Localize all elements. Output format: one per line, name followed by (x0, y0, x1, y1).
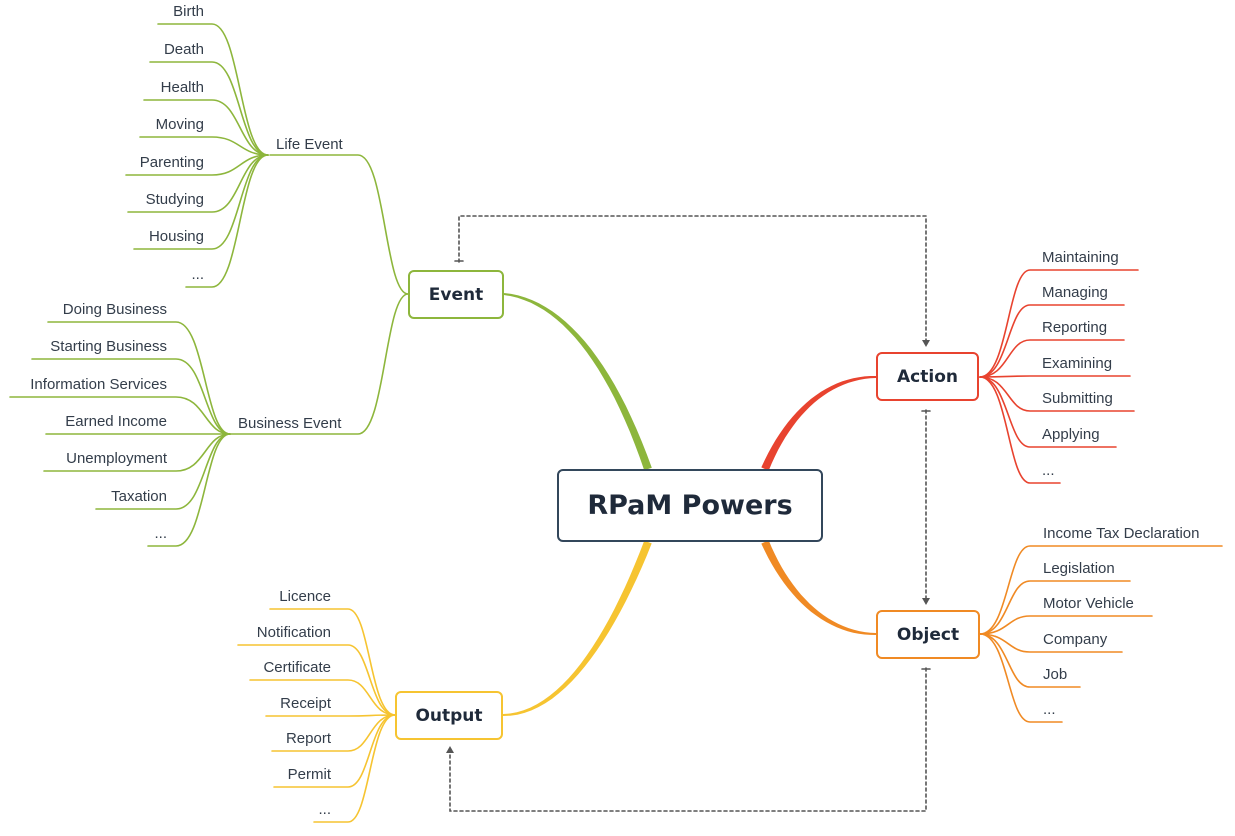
business-leaf-link (47, 321, 231, 435)
life-leaf-link (143, 99, 269, 156)
business-event-item[interactable]: Starting Business (50, 338, 167, 355)
action-leaf-link (979, 376, 1135, 412)
life-event-label[interactable]: Life Event (276, 136, 343, 153)
action-item[interactable]: Reporting (1042, 319, 1108, 336)
output-item[interactable]: Report (285, 730, 331, 747)
event-node[interactable]: Event (408, 270, 504, 319)
branch-event (503, 293, 652, 471)
output-node[interactable]: Output (395, 691, 503, 740)
life-event-item[interactable]: Parenting (139, 154, 204, 171)
life-leaf-link (149, 61, 269, 156)
life-event-item[interactable]: Housing (148, 228, 204, 245)
output-leaf-link (237, 644, 396, 716)
business-event-item[interactable]: ... (154, 525, 167, 542)
business-event-item[interactable]: Information Services (30, 376, 167, 393)
output-item[interactable]: ... (318, 801, 331, 818)
action-node[interactable]: Action (876, 352, 979, 401)
action-item[interactable]: Applying (1042, 426, 1100, 443)
life-leaf-link (139, 136, 269, 156)
object-item[interactable]: Income Tax Declaration (1043, 525, 1200, 542)
life-event-item[interactable]: Health (160, 79, 204, 96)
object-leaf-link (979, 580, 1131, 635)
business-leaf-link (31, 358, 231, 435)
output-leaf-link (271, 714, 396, 752)
output-item[interactable]: Certificate (263, 659, 331, 676)
center-node[interactable]: RPaM Powers (557, 469, 823, 542)
business-event-label[interactable]: Business Event (238, 415, 342, 432)
relation-object-output (449, 667, 927, 812)
life-event-item[interactable]: Moving (155, 116, 204, 133)
relation-event-action (458, 215, 927, 346)
life-leaf-link (133, 154, 269, 250)
business-event-item[interactable]: Doing Business (62, 301, 167, 318)
output-item[interactable]: Permit (287, 766, 331, 783)
object-item[interactable]: ... (1043, 701, 1056, 718)
link-event-business (229, 293, 409, 435)
arrow-to-output (446, 746, 454, 753)
action-item[interactable]: Maintaining (1042, 249, 1119, 266)
business-leaf-link (147, 433, 231, 547)
object-leaf-link (979, 633, 1081, 688)
output-leaf-link (249, 679, 396, 716)
action-leaf-link (979, 339, 1125, 378)
business-leaf-link (43, 433, 231, 472)
branch-action (761, 376, 876, 471)
life-leaf-link (185, 154, 269, 288)
arrow-to-action (922, 340, 930, 347)
business-event-item[interactable]: Taxation (111, 488, 167, 505)
output-leaf-link (265, 714, 396, 717)
object-item[interactable]: Motor Vehicle (1043, 595, 1134, 612)
output-item[interactable]: Licence (279, 588, 331, 605)
arrow-to-object (922, 598, 930, 605)
object-leaf-link (979, 633, 1123, 653)
object-node[interactable]: Object (876, 610, 980, 659)
action-item[interactable]: Examining (1042, 355, 1113, 372)
action-leaf-link (979, 269, 1139, 378)
action-leaf-link (979, 375, 1131, 378)
business-event-item[interactable]: Unemployment (66, 450, 167, 467)
action-item[interactable]: Managing (1042, 284, 1108, 301)
object-item[interactable]: Company (1043, 631, 1108, 648)
object-leaf-link (979, 545, 1223, 635)
life-event-item[interactable]: Studying (145, 191, 204, 208)
link-event-life (269, 154, 409, 295)
business-event-item[interactable]: Earned Income (65, 413, 167, 430)
life-leaf-link (157, 23, 269, 156)
object-item[interactable]: Job (1043, 666, 1068, 683)
action-item[interactable]: ... (1042, 462, 1055, 479)
action-leaf-link (979, 304, 1125, 378)
object-leaf-link (979, 615, 1153, 635)
business-leaf-link (9, 396, 231, 435)
business-leaf-link (95, 433, 231, 510)
object-item[interactable]: Legislation (1043, 560, 1115, 577)
life-leaf-link (125, 154, 269, 176)
life-leaf-link (127, 154, 269, 213)
output-leaf-link (269, 608, 396, 716)
output-item[interactable]: Notification (256, 624, 331, 641)
output-leaf-link (313, 714, 396, 823)
life-event-item[interactable]: Death (163, 41, 204, 58)
branch-output (503, 540, 652, 716)
action-leaf-link (979, 376, 1117, 448)
life-event-item[interactable]: Birth (173, 3, 204, 20)
object-leaf-link (979, 633, 1063, 723)
life-event-item[interactable]: ... (191, 266, 204, 283)
action-item[interactable]: Submitting (1042, 390, 1113, 407)
branch-object (761, 540, 876, 635)
action-leaf-link (979, 376, 1061, 484)
output-item[interactable]: Receipt (280, 695, 331, 712)
